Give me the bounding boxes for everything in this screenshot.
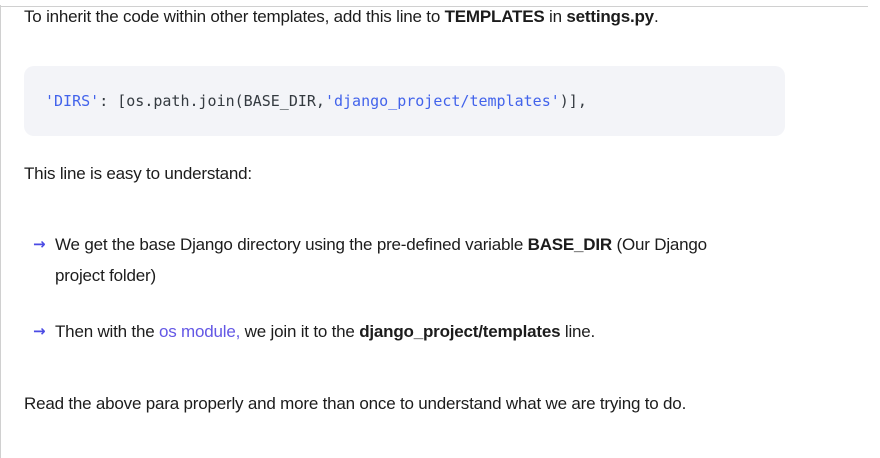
intro-text: in — [544, 7, 567, 26]
article-content-area: To inherit the code within other templat… — [0, 5, 880, 458]
list-item-text: Then with the os module, we join it to t… — [55, 316, 595, 347]
intro-text: . — [653, 7, 659, 26]
list-item-text: We get the base Django directory using t… — [55, 229, 727, 291]
article-body: To inherit the code within other templat… — [0, 5, 880, 419]
templates-keyword: TEMPLATES — [444, 7, 545, 26]
code-block: 'DIRS': [os.path.join(BASE_DIR,'django_p… — [24, 66, 785, 136]
arrow-bullet-icon: → — [33, 322, 46, 340]
item-text: line. — [560, 322, 596, 341]
templates-path-keyword: django_project/templates — [359, 322, 561, 341]
code-string-dirs: 'DIRS' — [45, 92, 100, 110]
item-text: (Our Django project folder) — [55, 235, 707, 285]
item-text: Then with the — [55, 322, 159, 341]
settings-py-keyword: settings.py — [566, 7, 654, 26]
code-string-path: 'django_project/templates' — [324, 92, 560, 110]
list-item: → Then with the os module, we join it to… — [24, 316, 840, 347]
outro-paragraph: Read the above para properly and more th… — [24, 394, 687, 413]
intro-paragraph: To inherit the code within other templat… — [24, 5, 824, 29]
arrow-bullet-icon: → — [33, 235, 46, 253]
item-text: we join it to the — [240, 322, 360, 341]
os-module-link[interactable]: os module, — [158, 322, 241, 341]
intro-text: To inherit the code within other templat… — [24, 7, 445, 26]
bullet-list: → We get the base Django directory using… — [24, 229, 840, 347]
list-item: → We get the base Django directory using… — [24, 229, 840, 291]
left-divider — [0, 5, 1, 458]
base-dir-keyword: BASE_DIR — [527, 235, 613, 254]
code-plain: )], — [559, 92, 587, 110]
code-plain: : [os.path.join(BASE_DIR, — [99, 92, 325, 110]
top-divider — [0, 6, 868, 7]
item-text: We get the base Django directory using t… — [55, 235, 528, 254]
subheading-paragraph: This line is easy to understand: — [24, 164, 252, 183]
